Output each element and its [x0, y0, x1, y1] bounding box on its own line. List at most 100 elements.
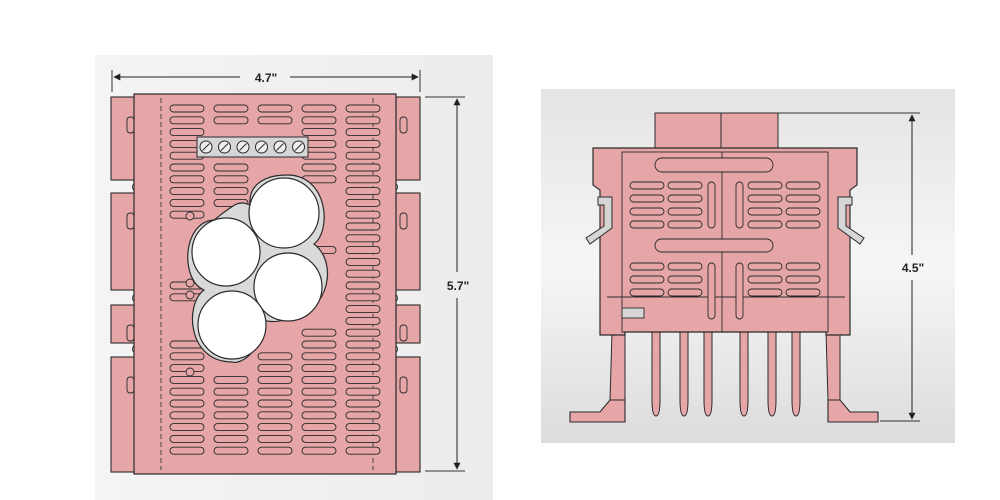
side-slot-1 — [629, 181, 665, 190]
side-slot-27 — [747, 288, 783, 297]
vent-slot-60 — [345, 364, 381, 373]
vent-slot-69 — [301, 387, 337, 396]
vent-hole-2 — [185, 278, 195, 288]
terminal-screw-slot-3 — [239, 143, 247, 151]
capacitor-cluster — [187, 174, 328, 363]
vent-hole-4 — [185, 367, 195, 377]
vent-slot-58 — [257, 364, 293, 373]
vent-slot-91 — [169, 446, 205, 455]
vent-slot-74 — [301, 399, 337, 408]
vent-slot-10 — [345, 116, 381, 125]
side-slot-10 — [667, 207, 703, 216]
mounting-foot-right — [827, 399, 879, 423]
flange-right-3 — [395, 304, 421, 344]
top-view-panel: 4.7" 5.7" — [95, 55, 493, 500]
side-slot-26 — [667, 288, 703, 297]
vent-slot-95 — [345, 446, 381, 455]
vent-slot-5 — [345, 104, 381, 113]
vent-slot-33 — [345, 198, 381, 207]
vent-slot-40 — [345, 257, 381, 266]
mounting-foot-left — [569, 399, 626, 423]
vent-slot-30 — [345, 187, 381, 196]
side-channel-top — [654, 157, 774, 173]
side-slot-17 — [629, 262, 665, 271]
fin-3 — [703, 329, 713, 417]
side-clip-right — [837, 196, 865, 245]
side-slot-3 — [747, 181, 783, 190]
side-slot-16 — [785, 220, 821, 229]
flange-left-1 — [110, 96, 136, 181]
vent-slot-22 — [301, 163, 337, 172]
vent-slot-52 — [345, 340, 381, 349]
vent-slot-63 — [257, 375, 293, 384]
fin-5 — [767, 329, 777, 417]
side-channel-middle — [654, 238, 774, 253]
vent-slot-27 — [345, 175, 381, 184]
side-channel-vertical-1 — [735, 181, 744, 229]
side-slot-23 — [747, 275, 783, 284]
vent-slot-61 — [169, 375, 205, 384]
fin-wall-left — [609, 331, 626, 401]
vent-slot-70 — [345, 387, 381, 396]
vent-slot-21 — [213, 163, 249, 172]
vent-slot-3 — [257, 104, 293, 113]
vent-slot-20 — [169, 163, 205, 172]
vent-slot-16 — [345, 139, 381, 148]
vent-slot-49 — [345, 328, 381, 337]
vent-slot-66 — [169, 387, 205, 396]
side-slot-22 — [667, 275, 703, 284]
vent-slot-4 — [301, 104, 337, 113]
flange-tab-right-1 — [399, 116, 408, 134]
vent-slot-13 — [345, 128, 381, 137]
vent-slot-23 — [345, 163, 381, 172]
vent-slot-59 — [301, 364, 337, 373]
side-slot-8 — [785, 194, 821, 203]
flange-tab-right-2 — [399, 212, 408, 230]
vent-slot-25 — [213, 175, 249, 184]
vent-slot-67 — [213, 387, 249, 396]
side-height-dimension-label: 4.5" — [902, 261, 924, 275]
vent-slot-93 — [257, 446, 293, 455]
height-dimension: 5.7" — [425, 96, 469, 472]
vent-slot-1 — [169, 104, 205, 113]
flange-right-1 — [395, 96, 421, 181]
fin-wall-right — [825, 331, 841, 401]
vent-slot-73 — [257, 399, 293, 408]
vent-slot-68 — [257, 387, 293, 396]
fin-2 — [679, 329, 689, 417]
vent-slot-48 — [301, 328, 337, 337]
flange-left-4 — [110, 356, 136, 473]
flange-tab-left-1 — [126, 116, 135, 134]
fin-6 — [791, 329, 801, 417]
capacitor-4 — [197, 290, 267, 360]
vent-slot-7 — [213, 116, 249, 125]
capacitor-1 — [248, 177, 320, 249]
side-slot-19 — [747, 262, 783, 271]
flange-left-2 — [110, 192, 136, 291]
vent-slot-77 — [213, 411, 249, 420]
vent-slot-65 — [345, 375, 381, 384]
vent-slot-81 — [169, 423, 205, 432]
vent-slot-12 — [301, 128, 337, 137]
vent-slot-89 — [301, 434, 337, 443]
vent-slot-90 — [345, 434, 381, 443]
vent-slot-85 — [345, 423, 381, 432]
side-slot-6 — [667, 194, 703, 203]
side-channel-vertical-3 — [735, 262, 744, 320]
vent-slot-6 — [169, 116, 205, 125]
side-slot-15 — [747, 220, 783, 229]
vent-slot-29 — [213, 187, 249, 196]
vent-slot-71 — [169, 399, 205, 408]
board-component — [621, 307, 645, 319]
top-connector-right — [720, 112, 779, 151]
vent-slot-94 — [301, 446, 337, 455]
vent-slot-53 — [169, 352, 205, 361]
side-slot-18 — [667, 262, 703, 271]
vent-slot-46 — [345, 305, 381, 314]
vent-slot-78 — [257, 411, 293, 420]
side-slot-9 — [629, 207, 665, 216]
flange-right-4 — [395, 356, 421, 473]
vent-slot-24 — [169, 175, 205, 184]
side-slot-2 — [667, 181, 703, 190]
